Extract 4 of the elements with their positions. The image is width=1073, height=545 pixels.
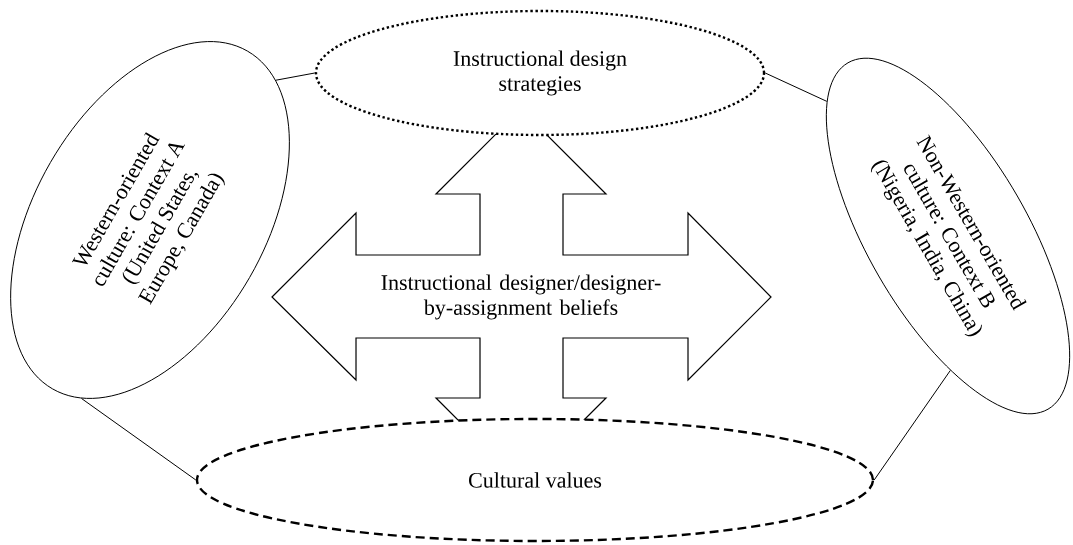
connector-line	[764, 72, 828, 102]
connector-line	[873, 369, 951, 481]
connector-line	[275, 72, 316, 81]
connector-line	[81, 397, 197, 481]
